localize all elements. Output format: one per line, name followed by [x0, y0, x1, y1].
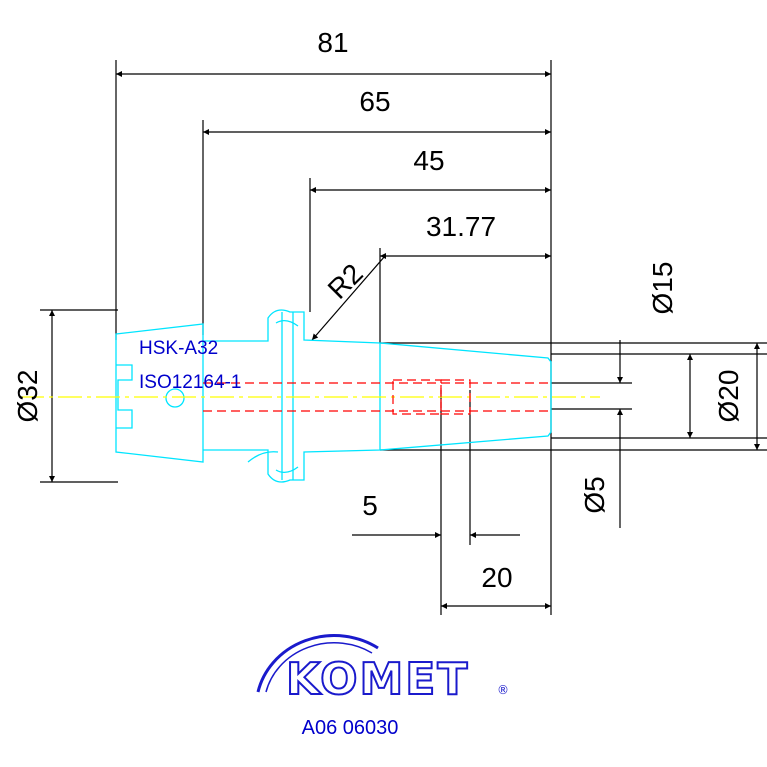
dim-dia-5-label: Ø5 — [579, 476, 610, 513]
dim-31-77-label: 31.77 — [426, 211, 496, 242]
article-number: A06 06030 — [302, 717, 399, 739]
flange-curve-bottom — [275, 466, 299, 474]
part-label-iso: ISO12164-1 — [139, 372, 241, 393]
logo-wordmark: KOMET — [286, 654, 469, 705]
dim-45-label: 45 — [413, 145, 444, 176]
tapered-nose — [379, 342, 552, 451]
bore-step-2 — [440, 379, 471, 415]
dim-dia-15-label: Ø15 — [647, 262, 678, 315]
radius-leader — [311, 255, 386, 341]
hsk-hole — [165, 388, 185, 408]
flange-curve-top — [275, 319, 299, 327]
logo-registered-mark: ® — [497, 683, 509, 697]
part-outline — [115, 309, 552, 483]
dim-20-label: 20 — [481, 562, 512, 593]
komet-logo: KOMET ® — [256, 634, 509, 706]
part-label-hsk: HSK-A32 — [139, 338, 218, 359]
logo-arc-inner — [265, 642, 373, 693]
hidden-lines — [203, 379, 551, 415]
dim-65-label: 65 — [359, 86, 390, 117]
logo-arc-outer — [256, 634, 379, 693]
dim-dia-32-label: Ø32 — [12, 370, 43, 423]
dim-81-label: 81 — [317, 27, 348, 58]
flange-curve-low — [247, 451, 279, 463]
hsk-shank — [115, 323, 204, 463]
dimension-lines — [40, 60, 767, 615]
dim-dia-20-label: Ø20 — [713, 370, 744, 423]
flange — [203, 309, 381, 483]
hsk-slot — [116, 364, 133, 429]
bore-step-1 — [392, 379, 442, 415]
dim-5-label: 5 — [362, 490, 378, 521]
dim-r2-label: R2 — [322, 258, 369, 305]
